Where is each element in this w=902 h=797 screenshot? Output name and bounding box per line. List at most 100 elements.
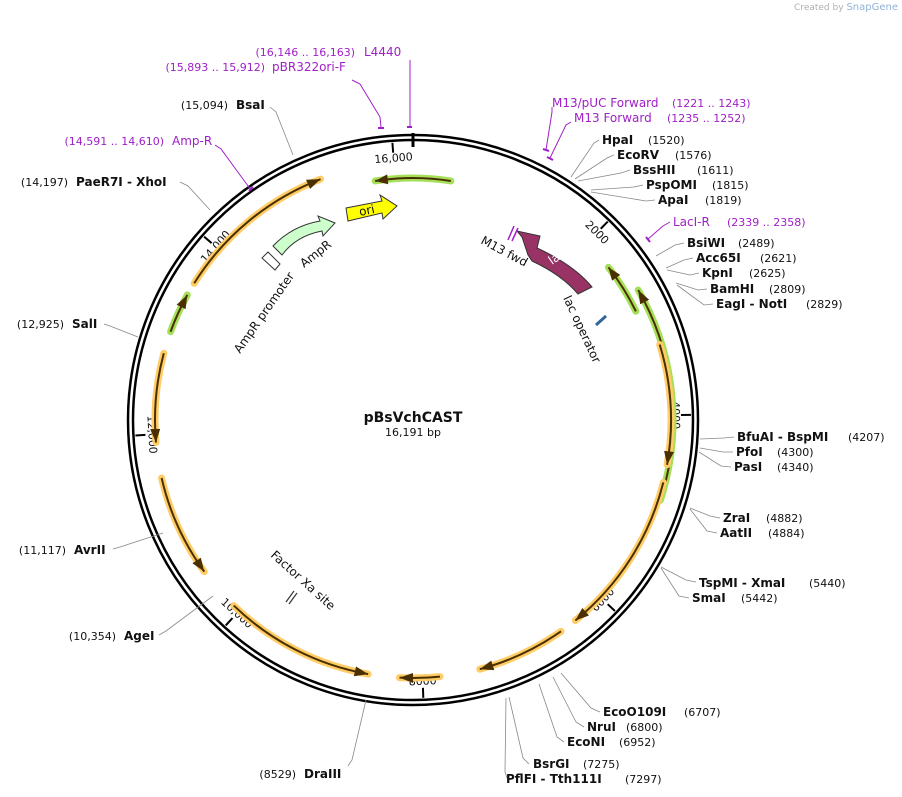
site-smai-pos: (5442) <box>741 592 778 605</box>
primer-ampr-name: Amp-R <box>172 134 212 148</box>
site-bamhi[interactable]: BamHI (2809) <box>710 282 806 296</box>
primer-laci-range: (2339 .. 2358) <box>727 216 806 229</box>
plasmid-length: 16,191 bp <box>385 426 441 439</box>
site-bsai-name: BsaI <box>236 98 265 112</box>
site-pflfi-tth111i[interactable]: PflFI - Tth111I (7297) <box>506 772 662 786</box>
site-tspmi-xmai[interactable]: TspMI - XmaI (5440) <box>699 576 846 590</box>
site-hpai-name: HpaI <box>602 133 633 147</box>
orf-arc-halo <box>230 602 372 678</box>
site-bsiwi-pos: (2489) <box>738 237 775 250</box>
site-eagi-noti[interactable]: EagI - NotI (2829) <box>716 297 843 311</box>
primer-laci-r[interactable]: LacI-R (2339 .. 2358) <box>645 215 806 243</box>
plasmid-name: pBsVchCAST <box>364 410 463 426</box>
ring-tick <box>135 433 146 437</box>
orf-arrowhead <box>575 608 589 621</box>
feature-ampr-promoter-label: AmpR promoter <box>231 270 297 356</box>
watermark-brand: SnapGene <box>846 2 898 13</box>
primer-pbr322-range: (15,893 .. 15,912) <box>165 61 265 74</box>
orf-arrows <box>150 174 677 683</box>
site-pfoi[interactable]: PfoI (4300) <box>736 445 814 459</box>
ring-tick <box>600 220 609 230</box>
site-aatii-pos: (4884) <box>768 527 805 540</box>
feature-ori-label: ori <box>358 202 376 219</box>
ring-tick <box>607 603 616 612</box>
primer-l4440[interactable]: (16,146 .. 16,163) L4440 <box>255 45 412 128</box>
site-zrai-name: ZraI <box>723 511 750 525</box>
site-agei-pos: (10,354) <box>69 630 116 643</box>
site-hpai[interactable]: HpaI (1520) <box>602 133 685 147</box>
orf-arc[interactable] <box>193 178 321 284</box>
site-apai[interactable]: ApaI (1819) <box>658 193 742 207</box>
site-bsrgi[interactable]: BsrGI (7275) <box>533 757 620 771</box>
site-pasi[interactable]: PasI (4340) <box>734 460 814 474</box>
site-kpni-name: KpnI <box>702 266 733 280</box>
snapgene-watermark: Created by SnapGene <box>794 2 898 13</box>
site-bsiwi[interactable]: BsiWI (2489) <box>687 236 775 250</box>
site-smai-name: SmaI <box>692 591 726 605</box>
orf-arrowhead <box>306 179 321 189</box>
site-acc65i-pos: (2621) <box>760 252 797 265</box>
site-bfuai-bspmi[interactable]: BfuAI - BspMI (4207) <box>737 430 885 444</box>
site-pflfi-name: PflFI - Tth111I <box>506 772 602 786</box>
site-aatii[interactable]: AatII (4884) <box>720 526 805 540</box>
site-acc65i[interactable]: Acc65I (2621) <box>696 251 797 265</box>
site-nrui-name: NruI <box>587 720 616 734</box>
site-bsai[interactable]: (15,094) BsaI <box>181 98 294 156</box>
primer-amp-r[interactable]: (14,591 .. 14,610) Amp-R <box>64 134 254 192</box>
feature-ampr-promoter[interactable]: AmpR promoter <box>231 251 297 356</box>
site-bsshii[interactable]: BssHII (1611) <box>633 163 734 177</box>
feature-laci[interactable]: lacI <box>515 230 593 295</box>
primer-m13-puc-forward[interactable]: M13/pUC Forward (1221 .. 1243) <box>542 96 751 152</box>
site-pfoi-name: PfoI <box>736 445 763 459</box>
site-paer7i-xhoi[interactable]: (14,197) PaeR7I - XhoI <box>21 175 211 211</box>
site-agei-name: AgeI <box>124 629 154 643</box>
feature-ampr[interactable]: AmpR <box>272 215 336 270</box>
feature-lac-operator[interactable]: lac operator <box>560 293 608 365</box>
site-econi[interactable]: EcoNI (6952) <box>567 735 656 749</box>
primer-m13-forward[interactable]: M13 Forward (1235 .. 1252) <box>546 111 746 161</box>
orf-arc[interactable] <box>574 482 665 622</box>
feature-lac-operator-label: lac operator <box>560 293 603 365</box>
orf-arc[interactable] <box>233 604 369 676</box>
primer-m13puc-range: (1221 .. 1243) <box>672 97 751 110</box>
site-pasi-pos: (4340) <box>777 461 814 474</box>
site-ecoo109i-pos: (6707) <box>684 706 721 719</box>
orf-arrowhead <box>479 660 495 671</box>
site-pspomi[interactable]: PspOMI (1815) <box>646 178 749 192</box>
site-nrui-pos: (6800) <box>626 721 663 734</box>
primer-m13fwd-range: (1235 .. 1252) <box>667 112 746 125</box>
site-kpni[interactable]: KpnI (2625) <box>702 266 786 280</box>
site-agei[interactable]: (10,354) AgeI <box>69 595 214 643</box>
site-avrii[interactable]: (11,117) AvrII <box>19 532 164 557</box>
ring-tick <box>224 617 234 627</box>
site-paer7i-pos: (14,197) <box>21 176 68 189</box>
site-tspmi-name: TspMI - XmaI <box>699 576 785 590</box>
orf-arrowhead <box>150 428 161 443</box>
site-sali[interactable]: (12,925) SalI <box>17 317 139 338</box>
primer-pbr322ori-f[interactable]: (15,893 .. 15,912) pBR322ori-F <box>165 60 384 129</box>
watermark-prefix: Created by <box>794 3 844 13</box>
primer-laci-name: LacI-R <box>673 215 710 229</box>
orf-arrowhead <box>176 294 188 310</box>
feature-factor-xa[interactable]: Factor Xa site <box>268 548 338 613</box>
site-zrai-pos: (4882) <box>766 512 803 525</box>
orf-arrowhead <box>664 450 675 465</box>
site-draiii[interactable]: (8529) DraIII <box>259 699 367 781</box>
feature-ampr-label: AmpR <box>297 237 334 270</box>
site-smai[interactable]: SmaI (5442) <box>692 591 778 605</box>
primer-m13puc-name: M13/pUC Forward <box>552 96 659 110</box>
orf-arrowhead <box>192 557 205 572</box>
site-apai-pos: (1819) <box>705 194 742 207</box>
orf-arrowhead <box>353 666 369 677</box>
site-zrai[interactable]: ZraI (4882) <box>723 511 803 525</box>
site-paer7i-name: PaeR7I - XhoI <box>76 175 167 189</box>
site-ecorv[interactable]: EcoRV (1576) <box>617 148 712 162</box>
primer-ampr-range: (14,591 .. 14,610) <box>64 135 164 148</box>
site-avrii-pos: (11,117) <box>19 544 66 557</box>
site-nrui[interactable]: NruI (6800) <box>587 720 663 734</box>
orf-arrowhead <box>638 290 650 305</box>
site-ecoo109i[interactable]: EcoO109I (6707) <box>603 705 721 719</box>
ring-tick <box>391 142 395 153</box>
feature-ori[interactable]: ori <box>345 193 398 222</box>
